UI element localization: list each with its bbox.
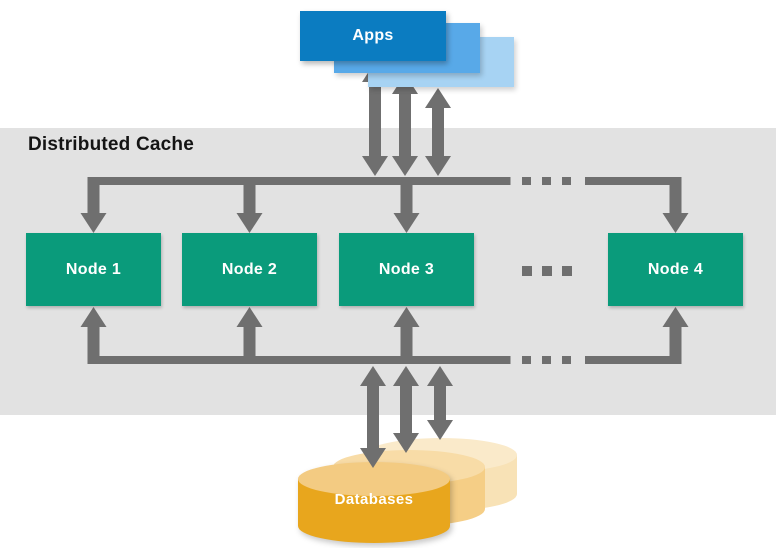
ellipsis-dot <box>542 266 552 276</box>
arrowhead-up <box>80 307 107 327</box>
arrowhead-down <box>236 213 263 233</box>
arrowhead-up <box>662 307 689 327</box>
cache-database-arrows <box>360 366 453 468</box>
arrow-shaft <box>399 94 411 156</box>
arrowhead-down <box>425 156 451 176</box>
line-break-dot <box>542 177 551 185</box>
arrow-shaft <box>669 177 682 213</box>
band-title: Distributed Cache <box>28 134 194 155</box>
arrowhead-down <box>362 156 388 176</box>
arrow-shaft <box>400 327 413 356</box>
cache-node-2: Node 2 <box>182 233 317 306</box>
arrow-shaft <box>369 82 381 156</box>
arrowhead-up <box>393 307 420 327</box>
arrow-shaft <box>243 185 256 213</box>
arrowhead-down <box>393 213 420 233</box>
arrow-shaft <box>432 108 444 156</box>
line-segment <box>87 356 511 364</box>
nodes-ellipsis-icon <box>522 266 572 276</box>
cylinder-top <box>298 462 450 496</box>
cache-node-1: Node 1 <box>26 233 161 306</box>
databases-label: Databases <box>334 491 414 508</box>
arrow-shaft <box>243 327 256 356</box>
ellipsis-dot <box>522 266 532 276</box>
apps-box: Apps <box>300 11 446 61</box>
node-label: Node 4 <box>647 260 704 278</box>
arrow-shaft <box>367 386 379 448</box>
arrowhead-down <box>427 420 453 440</box>
arrowhead-down <box>392 156 418 176</box>
arrow-shaft <box>87 177 100 213</box>
line-break-dot <box>562 177 571 185</box>
cache-node-3: Node 3 <box>339 233 474 306</box>
node-label: Node 3 <box>378 260 435 278</box>
ellipsis-dot <box>562 266 572 276</box>
arrowhead-down <box>80 213 107 233</box>
collection-line-bottom <box>80 307 689 364</box>
arrowhead-up <box>425 88 451 108</box>
distribution-line-top <box>80 177 689 233</box>
arrow-shaft <box>400 185 413 213</box>
database-cylinder-front <box>298 462 450 543</box>
arrowhead-down <box>662 213 689 233</box>
arrow-shaft <box>669 327 682 364</box>
arrowhead-up <box>236 307 263 327</box>
arrow-shaft <box>400 386 412 433</box>
line-break-dot <box>522 356 531 364</box>
arrowhead-up <box>427 366 453 386</box>
arrowhead-up <box>393 366 419 386</box>
apps-label: Apps <box>352 27 394 44</box>
line-break-dot <box>562 356 571 364</box>
arrowhead-up <box>360 366 386 386</box>
line-segment <box>585 177 682 185</box>
line-break-dot <box>522 177 531 185</box>
arrow-shaft <box>87 327 100 364</box>
line-break-dot <box>542 356 551 364</box>
line-segment <box>87 177 511 185</box>
arrowhead-down <box>360 448 386 468</box>
cache-node-4: Node 4 <box>608 233 743 306</box>
arrow-shaft <box>434 386 446 420</box>
node-label: Node 1 <box>65 260 122 278</box>
line-segment <box>585 356 682 364</box>
node-label: Node 2 <box>221 260 278 278</box>
cylinder-body <box>298 479 450 543</box>
arrowhead-down <box>393 433 419 453</box>
